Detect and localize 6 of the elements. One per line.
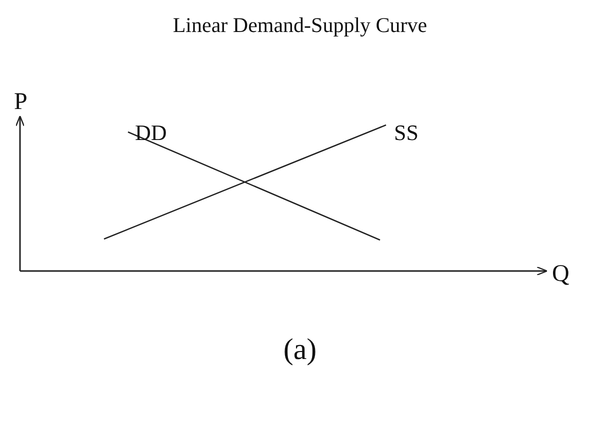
curve-label: SS <box>394 122 418 144</box>
axis-label: P <box>14 90 28 114</box>
curve-label: DD <box>135 122 167 144</box>
chart-title: Linear Demand-Supply Curve <box>172 15 428 36</box>
axis-label: Q <box>552 262 570 286</box>
caption: (a) <box>282 335 318 365</box>
